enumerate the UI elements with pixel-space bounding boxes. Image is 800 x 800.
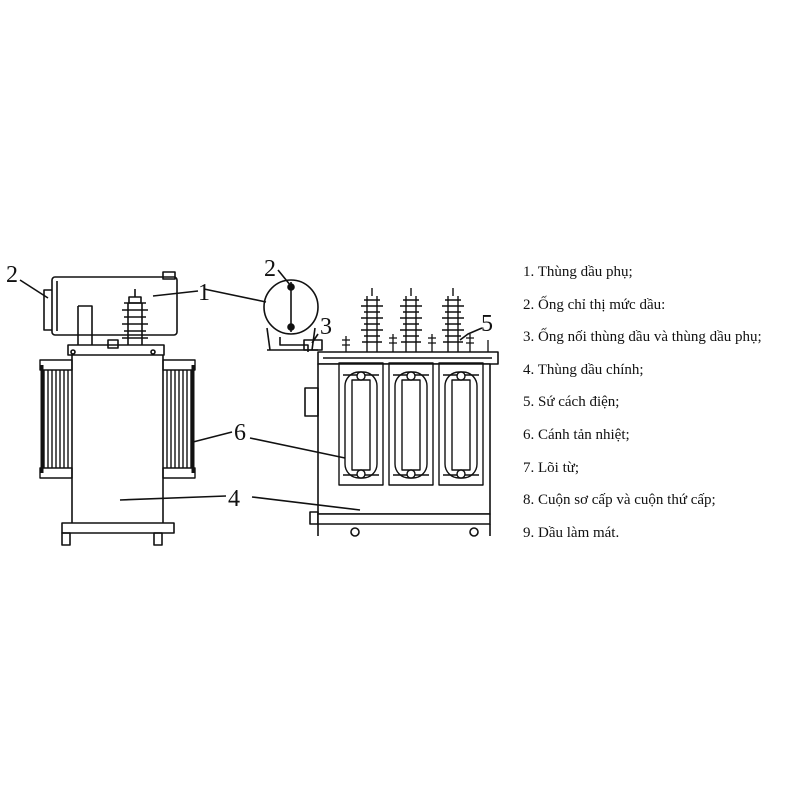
leader-line-6	[192, 431, 233, 443]
leader-line-6-right	[249, 437, 346, 459]
legend-item-7: 7. Lõi từ;	[523, 459, 580, 476]
connecting-pipe	[279, 337, 323, 352]
leader-line-5	[459, 327, 483, 341]
leader-line-2	[19, 279, 49, 299]
callout-2-left: 2	[6, 262, 18, 288]
legend-item-6: 6. Cánh tản nhiệt;	[523, 426, 630, 443]
front-view: 2 3 5	[203, 256, 499, 537]
legend-item-2: 2. Ống chỉ thị mức dầu:	[523, 296, 666, 313]
conservator-tank	[43, 271, 178, 353]
legend-item-5: 5. Sứ cách điện;	[523, 394, 620, 411]
side-cover	[67, 339, 165, 356]
leader-line-2-right	[277, 269, 292, 287]
side-main-tank	[61, 355, 175, 546]
left-radiator	[39, 359, 73, 479]
hv-bushing-b	[400, 288, 422, 352]
legend-item-1: 1. Thùng dầu phụ;	[523, 264, 633, 280]
front-main-tank	[304, 351, 499, 537]
lv-bushings	[342, 334, 489, 352]
right-radiator	[162, 359, 196, 479]
side-view: 1 2 4 6	[6, 262, 246, 546]
callout-4-left: 4	[228, 486, 240, 512]
legend-item-4: 4. Thùng dầu chính;	[523, 361, 644, 378]
hv-bushing-a	[361, 288, 383, 352]
core-and-windings	[338, 362, 484, 486]
legend: 1. Thùng dầu phụ; 2. Ống chỉ thị mức dầu…	[523, 262, 798, 555]
oil-level-gauge	[263, 279, 319, 351]
callout-2-right: 2	[264, 256, 276, 282]
callout-3-right: 3	[320, 314, 332, 340]
callout-1-left: 1	[198, 280, 210, 306]
leader-line-4	[119, 495, 227, 501]
leader-line-1	[152, 290, 199, 297]
legend-item-8: 8. Cuộn sơ cấp và cuộn thứ cấp;	[523, 492, 716, 509]
hv-bushing-c	[442, 288, 464, 352]
callout-6-left: 6	[234, 420, 246, 446]
legend-item-9: 9. Dầu làm mát.	[523, 524, 620, 541]
leader-line-4-right	[251, 496, 361, 511]
leader-line-1-right	[203, 288, 267, 303]
legend-item-3: 3. Ống nối thùng dầu và thùng dầu phụ;	[523, 329, 762, 346]
leader-line-3	[311, 333, 319, 344]
hv-bushings	[361, 288, 464, 352]
side-bushing	[122, 289, 148, 345]
callout-5-right: 5	[481, 311, 493, 337]
